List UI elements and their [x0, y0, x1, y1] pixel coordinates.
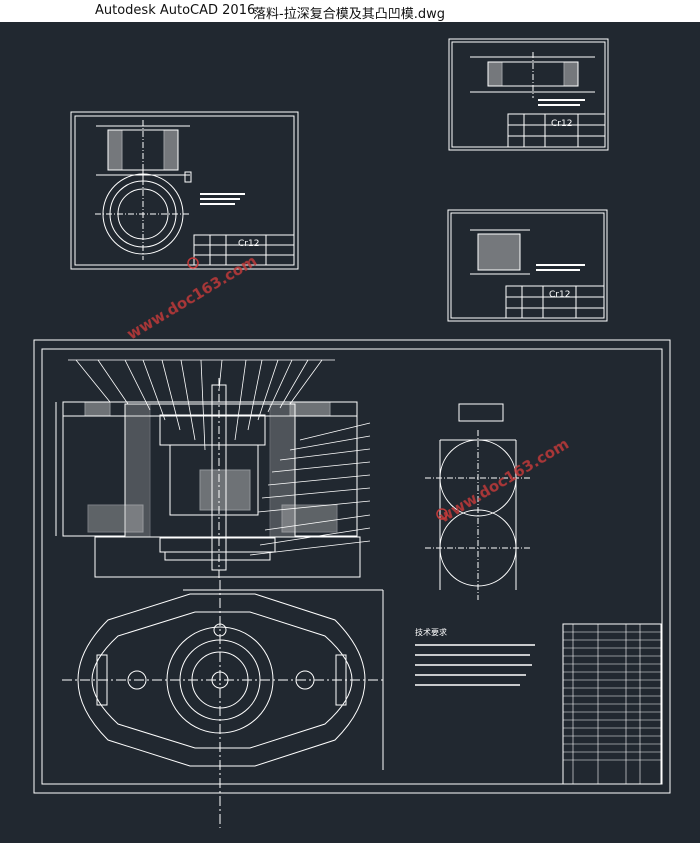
- tech-requirements-title: 技术要求: [415, 627, 447, 637]
- material-label-3: Cr12: [549, 290, 570, 300]
- sheet-block-part: [447, 209, 608, 322]
- drawing-canvas[interactable]: Cr12 Cr12 Cr12 技术要求 www.doc163.com www.d…: [0, 22, 700, 839]
- sheet-blank-ring: [448, 38, 609, 151]
- sheet-assembly: [33, 339, 671, 828]
- file-name: 落料-拉深复合模及其凸凹模.dwg: [253, 7, 445, 22]
- watermark-text-2: www.doc163.com: [436, 435, 572, 527]
- material-label-1: Cr12: [238, 239, 259, 249]
- app-name: Autodesk AutoCAD 2016: [95, 3, 256, 18]
- sheet-punch-part: [70, 111, 299, 270]
- material-label-2: Cr12: [551, 119, 572, 129]
- watermark-logo-icon: [187, 257, 448, 520]
- title-bar: Autodesk AutoCAD 2016 落料-拉深复合模及其凸凹模.dwg: [0, 0, 700, 22]
